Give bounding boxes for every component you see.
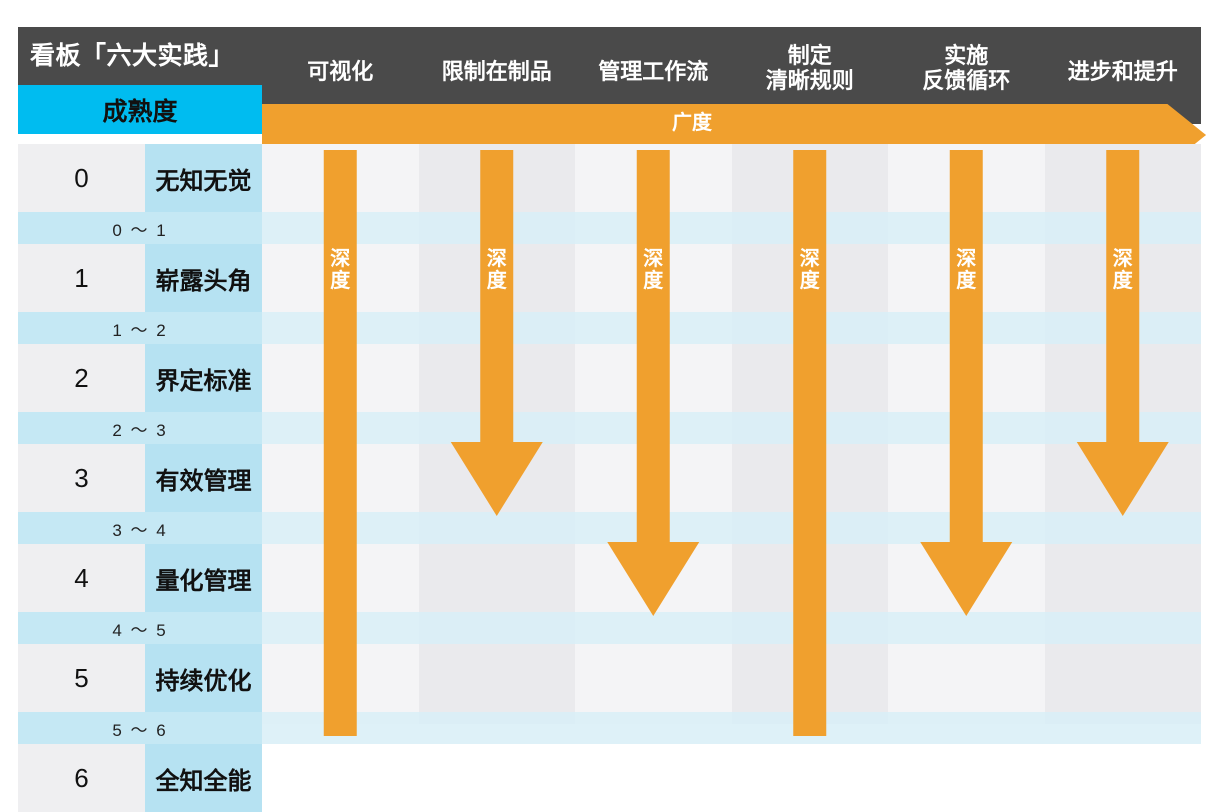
transition-band-row-0 <box>262 212 1201 244</box>
maturity-level-name-1: 崭露头角 <box>145 244 262 312</box>
maturity-axis-label: 成熟度 <box>18 85 262 134</box>
maturity-level-name-4: 量化管理 <box>145 544 262 612</box>
column-header-5: 实施 反馈循环 <box>922 43 1011 93</box>
transition-band-left-0 <box>18 212 262 244</box>
maturity-level-number-5: 5 <box>18 644 145 712</box>
transition-label-0: 0 ～ 1 <box>112 220 168 240</box>
maturity-level-number-1: 1 <box>18 244 145 312</box>
maturity-level-number-6: 6 <box>18 744 145 812</box>
transition-band-row-4 <box>262 612 1201 644</box>
maturity-level-number-3: 3 <box>18 444 145 512</box>
maturity-level-number-4: 4 <box>18 544 145 612</box>
maturity-level-name-6: 全知全能 <box>145 744 262 812</box>
maturity-level-name-3: 有效管理 <box>145 444 262 512</box>
breadth-arrow-label: 广度 <box>672 112 712 134</box>
transition-band-left-3 <box>18 512 262 544</box>
maturity-level-number-2: 2 <box>18 344 145 412</box>
maturity-level-number-0: 0 <box>18 144 145 212</box>
transition-band-row-3 <box>262 512 1201 544</box>
column-header-1: 可视化 <box>307 59 374 84</box>
column-header-2: 限制在制品 <box>441 59 552 84</box>
page-title: 看板「六大实践」 <box>30 42 235 70</box>
maturity-level-name-0: 无知无觉 <box>145 144 262 212</box>
transition-label-2: 2 ～ 3 <box>112 420 168 440</box>
transition-band-left-1 <box>18 312 262 344</box>
maturity-matrix-diagram: 看板「六大实践」 成熟度 可视化 限制在制品 管理工作流 制定 清晰规则 实施 反馈循环… <box>18 27 1206 812</box>
column-header-6: 进步和提升 <box>1067 59 1178 84</box>
maturity-level-name-2: 界定标准 <box>145 344 262 412</box>
transition-band-row-1 <box>262 312 1201 344</box>
column-header-3: 管理工作流 <box>598 59 709 84</box>
transition-label-3: 3 ～ 4 <box>112 520 168 540</box>
transition-label-4: 4 ～ 5 <box>112 620 168 640</box>
transition-band-left-4 <box>18 612 262 644</box>
transition-label-5: 5 ～ 6 <box>112 720 168 740</box>
maturity-level-name-5: 持续优化 <box>145 644 262 712</box>
transition-band-row-2 <box>262 412 1201 444</box>
transition-band-left-2 <box>18 412 262 444</box>
column-header-4: 制定 清晰规则 <box>765 43 854 93</box>
transition-band-row-5 <box>262 712 1201 744</box>
transition-label-1: 1 ～ 2 <box>112 320 168 340</box>
